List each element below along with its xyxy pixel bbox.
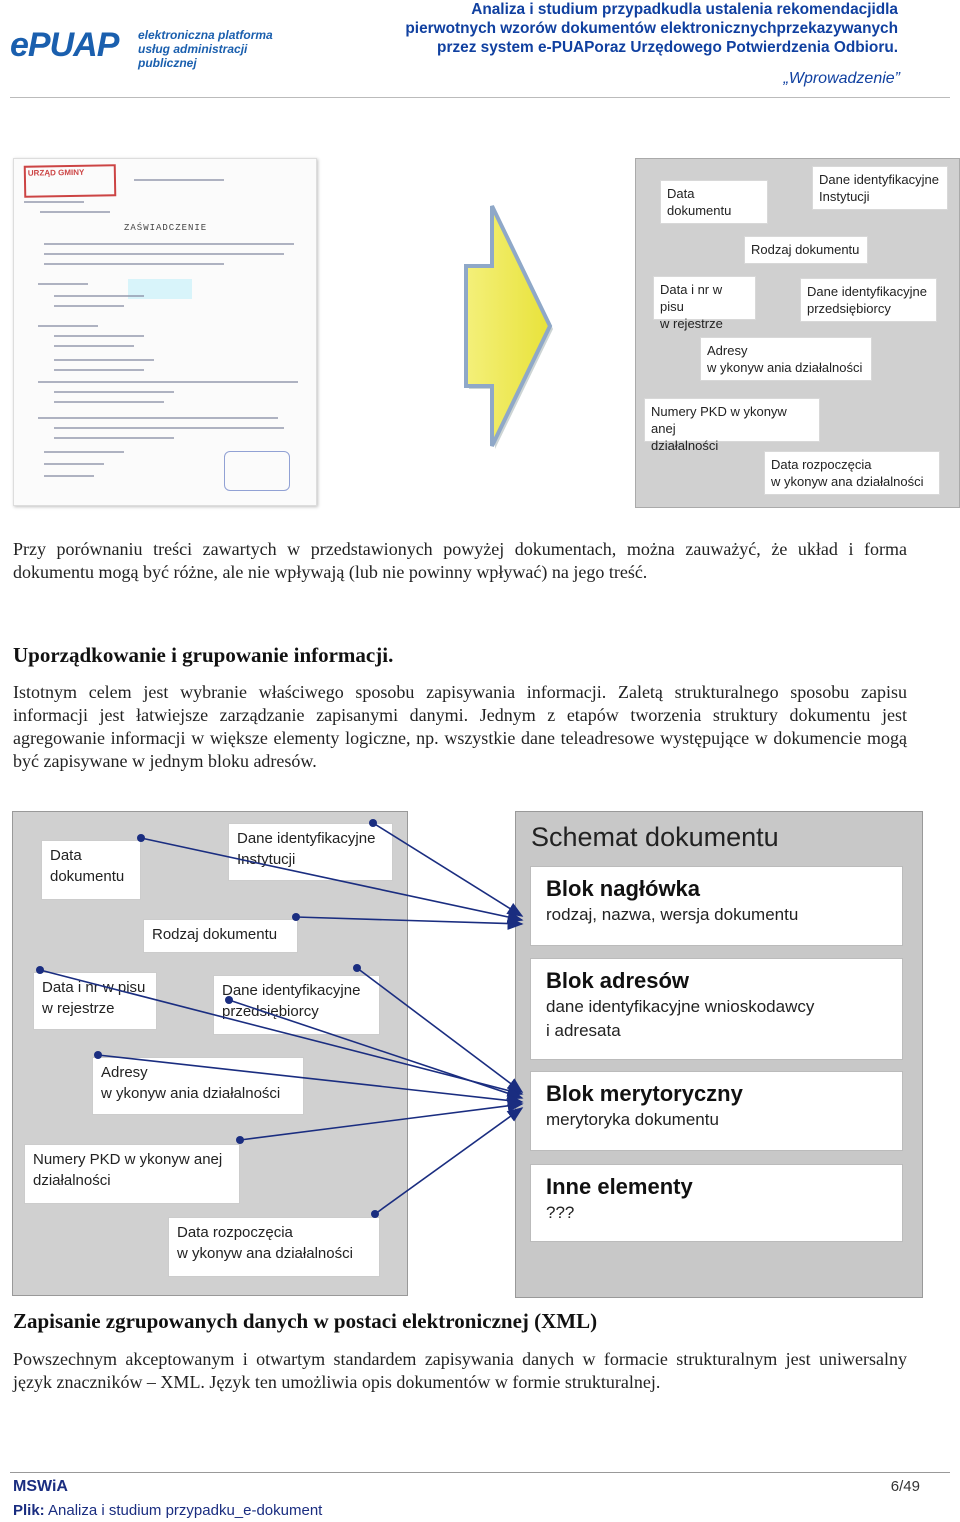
scanned-text-line [44, 451, 124, 453]
diagram-box-entrepreneur-id: Dane identyfikacyjne przedsiębiorcy [213, 975, 380, 1035]
header-divider [10, 97, 950, 98]
highlight-mark [128, 279, 192, 299]
block-description: ??? [546, 1203, 575, 1222]
block-description: merytoryka dokumentu [546, 1110, 719, 1129]
field-box-institution-id: Dane identyfikacyjne Instytucji [812, 166, 948, 210]
block-description: rodzaj, nazwa, wersja dokumentu [546, 905, 799, 924]
title-line-3: przez system e-PUAPoraz Urzędowego Potwi… [437, 39, 898, 56]
document-title: Analiza i studium przypadkudla ustalenia… [338, 0, 898, 57]
scanned-text-line [54, 437, 174, 439]
schema-block-substantive: Blok merytoryczny merytoryka dokumentu [530, 1071, 903, 1151]
field-box-document-type: Rodzaj dokumentu [744, 236, 868, 264]
scanned-text-line [54, 335, 144, 337]
paragraph-comparison: Przy porównaniu treści zawartych w przed… [13, 539, 907, 582]
page-number: 6/49 [890, 1478, 920, 1495]
paragraph-grouping: Istotnym celem jest wybranie właściwego … [13, 682, 907, 771]
scanned-text-line [38, 417, 278, 419]
footer-filename: Plik: Analiza i studium przypadku_e-doku… [13, 1502, 322, 1519]
logo-subtitle: elektroniczna platforma usług administra… [138, 28, 273, 70]
footer-divider [10, 1472, 950, 1473]
diagram-box-document-date: Data dokumentu [41, 840, 141, 900]
block-title: Blok nagłówka [546, 876, 701, 901]
epuap-logo: ePUAP elektroniczna platforma usług admi… [10, 26, 300, 70]
scanned-text-line [54, 391, 174, 393]
block-description: dane identyfikacyjne wnioskodawcy i adre… [546, 997, 815, 1040]
title-line-1: Analiza i studium przypadkudla ustalenia… [471, 1, 898, 18]
diagram-box-start-date: Data rozpoczęcia w ykonyw ana działalnoś… [168, 1217, 380, 1277]
scanned-text-line [44, 253, 284, 255]
diagram-box-business-addresses: Adresy w ykonyw ania działalności [92, 1057, 304, 1115]
field-box-registry-entry: Data i nr w pisu w rejestrze [653, 276, 756, 331]
scanned-text-line [44, 243, 294, 245]
schema-block-other: Inne elementy ??? [530, 1164, 903, 1242]
file-label: Plik: [13, 1502, 45, 1519]
block-title: Inne elementy [546, 1174, 693, 1199]
field-box-entrepreneur-id: Dane identyfikacyjne przedsiębiorcy [800, 278, 937, 322]
scanned-text-line [54, 401, 164, 403]
diagram-box-registry-entry: Data i nr w pisu w rejestrze [33, 972, 157, 1030]
footer-org: MSWiA [13, 1478, 68, 1495]
scanned-text-line [54, 295, 144, 297]
field-box-document-date: Data dokumentu [660, 180, 768, 224]
scanned-text-line [54, 359, 154, 361]
section-label: „Wprowadzenie” [783, 70, 900, 87]
file-name: Analiza i studium przypadku_e-dokument [44, 1502, 323, 1519]
scanned-text-line [24, 201, 84, 203]
scanned-certificate-image: URZĄD GMINY ZAŚWIADCZENIE [13, 158, 317, 506]
scanned-text-line [44, 263, 224, 265]
schema-block-addresses: Blok adresów dane identyfikacyjne wniosk… [530, 958, 903, 1060]
schema-block-header: Blok nagłówka rodzaj, nazwa, wersja doku… [530, 866, 903, 946]
paragraph-xml: Powszechnym akceptowanym i otwartym stan… [13, 1349, 907, 1392]
heading-xml: Zapisanie zgrupowanych danych w postaci … [13, 1309, 598, 1333]
field-box-pkd-numbers: Numery PKD w ykonyw anej działalności [644, 398, 820, 453]
scanned-text-line [44, 463, 104, 465]
scanned-text-line [54, 427, 284, 429]
block-title: Blok adresów [546, 968, 690, 993]
scanned-text-line [134, 179, 224, 181]
certificate-heading: ZAŚWIADCZENIE [124, 223, 208, 233]
scanned-text-line [38, 381, 298, 383]
block-title: Blok merytoryczny [546, 1081, 743, 1106]
field-box-business-addresses: Adresy w ykonyw ania działalności [700, 337, 872, 381]
schema-title: Schemat dokumentu [531, 822, 779, 852]
title-line-2: pierwotnych wzorów dokumentów elektronic… [405, 20, 898, 37]
diagram-box-pkd-numbers: Numery PKD w ykonyw anej działalności [24, 1144, 240, 1204]
diagram-box-institution-id: Dane identyfikacyjne Instytucji [228, 823, 393, 881]
scanned-text-line [40, 211, 110, 213]
scanned-text-line [54, 369, 144, 371]
field-box-start-date: Data rozpoczęcia w ykonyw ana działalnoś… [764, 451, 940, 495]
office-stamp: URZĄD GMINY [23, 164, 117, 198]
scanned-text-line [54, 305, 124, 307]
scanned-text-line [44, 475, 94, 477]
heading-grouping: Uporządkowanie i grupowanie informacji. [13, 643, 394, 667]
diagram-box-document-type: Rodzaj dokumentu [143, 919, 298, 953]
signature-stamp [224, 451, 290, 491]
scanned-text-line [54, 345, 134, 347]
scanned-text-line [38, 325, 98, 327]
scanned-text-line [38, 283, 88, 285]
logo-text: ePUAP [10, 26, 119, 64]
arrow-right-icon [464, 205, 553, 449]
